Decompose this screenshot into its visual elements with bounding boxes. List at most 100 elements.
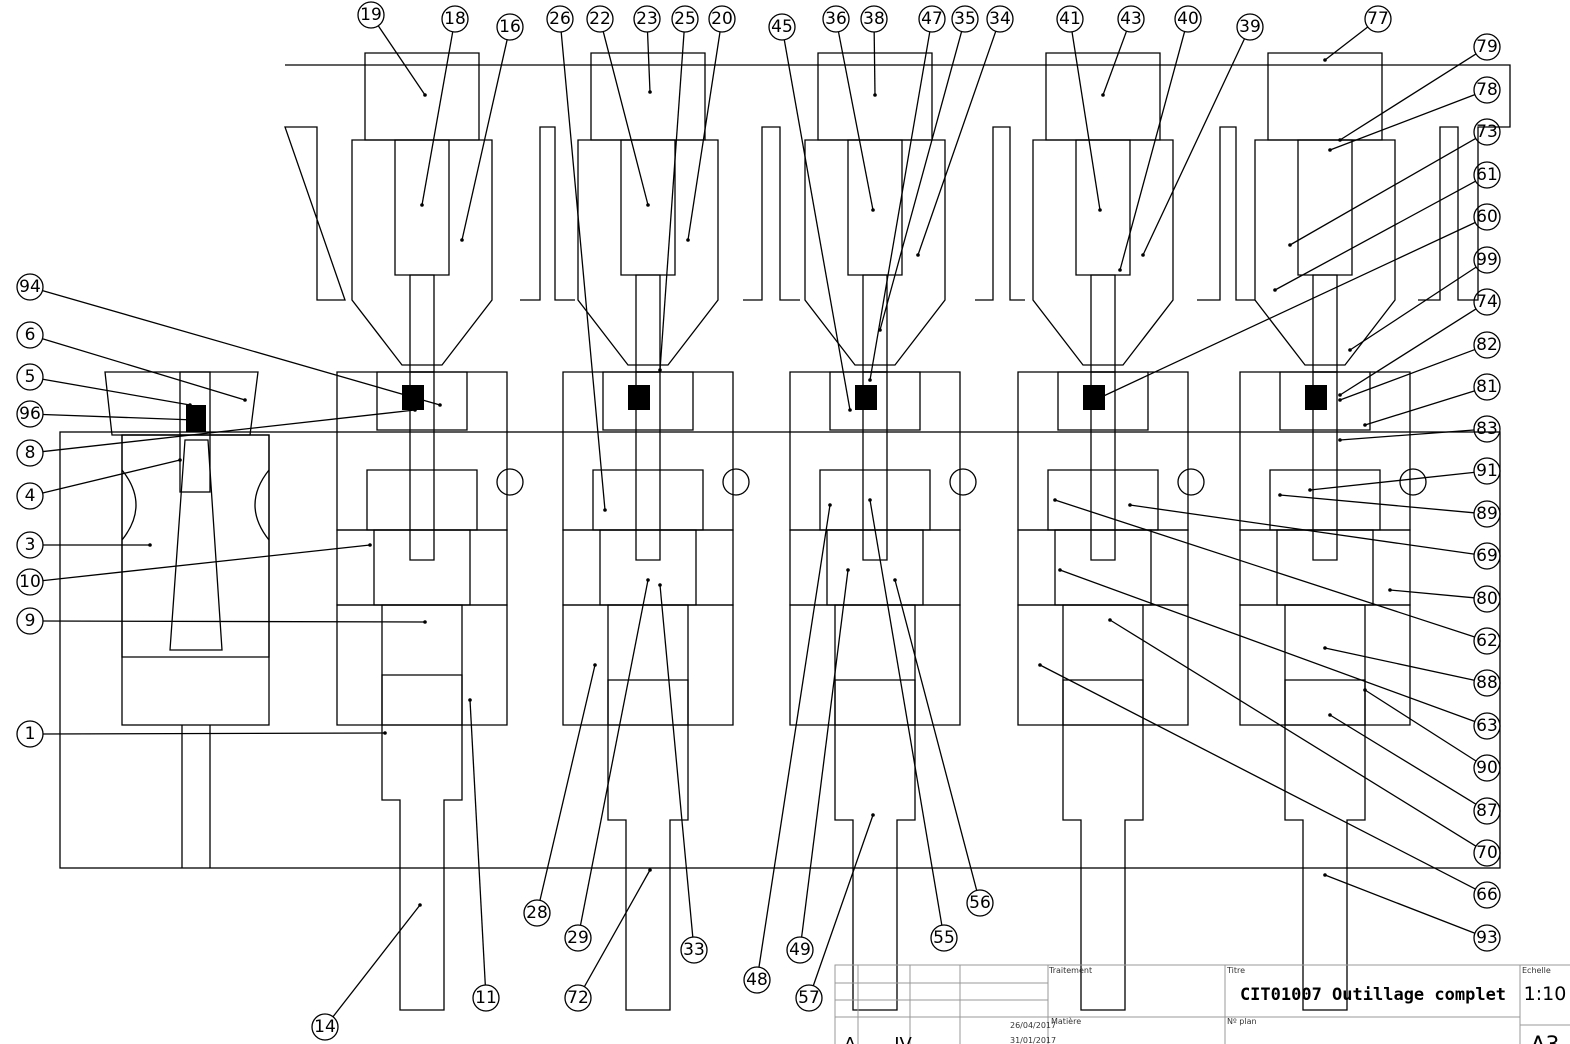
- balloon-number: 5: [25, 367, 36, 387]
- balloon-circle: [1473, 373, 1501, 401]
- leader-dot: [1363, 688, 1367, 692]
- balloon-29: 29: [564, 578, 650, 952]
- balloon-circle: [1473, 542, 1501, 570]
- balloon-number: 10: [19, 572, 41, 592]
- balloon-circle: [16, 531, 44, 559]
- balloon-70: 70: [1108, 618, 1501, 867]
- leader-dot: [848, 408, 852, 412]
- station-2: [562, 52, 750, 1011]
- balloon-73: 73: [1288, 118, 1501, 247]
- balloon-number: 55: [933, 928, 955, 948]
- balloon-81: 81: [1363, 373, 1501, 427]
- balloon-number: 62: [1476, 631, 1498, 651]
- balloon-circle: [1473, 669, 1501, 697]
- leader-dot: [603, 508, 607, 512]
- balloon-79: 79: [1338, 33, 1501, 142]
- leader-line: [812, 814, 874, 986]
- leader-dot: [646, 578, 650, 582]
- balloon-circle: [1473, 839, 1501, 867]
- balloon-number: 40: [1177, 9, 1199, 29]
- leader-dot: [1093, 398, 1097, 402]
- balloon-35: 35: [878, 5, 979, 332]
- leader-line: [560, 31, 606, 511]
- leader-line: [1119, 31, 1186, 271]
- balloon-number: 33: [683, 940, 705, 960]
- balloon-39: 39: [1141, 13, 1264, 257]
- leader-line: [1329, 94, 1476, 151]
- balloon-circle: [822, 5, 850, 33]
- leader-line: [800, 569, 849, 938]
- balloon-43: 43: [1101, 5, 1145, 97]
- leader-dot: [1058, 568, 1062, 572]
- balloon-99: 99: [1348, 246, 1501, 352]
- leader-dot: [1348, 348, 1352, 352]
- leader-line: [583, 869, 651, 987]
- station-3: [789, 52, 977, 1011]
- balloon-circle: [966, 889, 994, 917]
- balloon-number: 87: [1476, 801, 1498, 821]
- leader-line: [42, 338, 246, 401]
- balloon-23: 23: [633, 5, 661, 94]
- scale-label: Echelle: [1522, 966, 1551, 975]
- balloon-87: 87: [1328, 713, 1501, 825]
- balloon-circle: [1473, 415, 1501, 443]
- leader-dot: [1388, 588, 1392, 592]
- balloon-circle: [795, 984, 823, 1012]
- date-1: 26/04/2017: [1010, 1021, 1056, 1030]
- balloon-circle: [16, 273, 44, 301]
- leader-line: [42, 413, 196, 421]
- leader-dot: [243, 398, 247, 402]
- balloon-3: 3: [16, 531, 152, 559]
- balloon-number: 8: [25, 443, 36, 463]
- balloon-circle: [16, 363, 44, 391]
- balloon-circle: [16, 568, 44, 596]
- leader-dot: [368, 543, 372, 547]
- leader-line: [687, 31, 721, 241]
- balloon-circle: [472, 984, 500, 1012]
- balloon-number: 41: [1059, 9, 1081, 29]
- balloon-circle: [1473, 924, 1501, 952]
- balloon-74: 74: [1338, 288, 1501, 397]
- balloon-number: 36: [825, 9, 847, 29]
- left-fixture: [104, 371, 270, 726]
- top-plate: [284, 64, 1511, 301]
- balloon-circle: [1364, 5, 1392, 33]
- leader-dot: [1308, 488, 1312, 492]
- leader-line: [1324, 647, 1475, 681]
- balloon-circle: [357, 1, 385, 29]
- balloon-circle: [1056, 5, 1084, 33]
- balloon-72: 72: [564, 868, 652, 1012]
- leader-dot: [468, 698, 472, 702]
- leader-line: [579, 579, 649, 926]
- leader-dot: [1128, 503, 1132, 507]
- balloon-91: 91: [1308, 457, 1501, 492]
- balloon-22: 22: [586, 5, 650, 207]
- leader-line: [758, 504, 831, 968]
- leader-dot: [1363, 423, 1367, 427]
- balloon-circle: [564, 924, 592, 952]
- treatment-label: Traitement: [1048, 966, 1092, 975]
- balloon-4: 4: [16, 458, 182, 510]
- leader-dot: [193, 418, 197, 422]
- leader-dot: [658, 368, 662, 372]
- balloon-82: 82: [1338, 331, 1501, 402]
- leader-line: [1054, 499, 1475, 638]
- leader-dot: [1108, 618, 1112, 622]
- leader-dot: [1118, 268, 1122, 272]
- balloon-number: 1: [25, 724, 36, 744]
- balloon-47: 47: [868, 5, 946, 382]
- balloon-36: 36: [822, 5, 875, 212]
- balloon-number: 80: [1476, 589, 1498, 609]
- balloon-number: 35: [954, 9, 976, 29]
- balloon-69: 69: [1128, 503, 1501, 570]
- balloon-number: 45: [771, 17, 793, 37]
- leader-dot: [188, 403, 192, 407]
- drawing-scale: 1:10: [1524, 983, 1567, 1005]
- balloon-19: 19: [357, 1, 427, 97]
- balloon-34: 34: [916, 5, 1014, 257]
- balloon-90: 90: [1363, 688, 1501, 782]
- balloon-56: 56: [893, 578, 994, 917]
- balloon-circle: [1174, 5, 1202, 33]
- leader-line: [421, 31, 454, 206]
- balloon-number: 77: [1367, 9, 1389, 29]
